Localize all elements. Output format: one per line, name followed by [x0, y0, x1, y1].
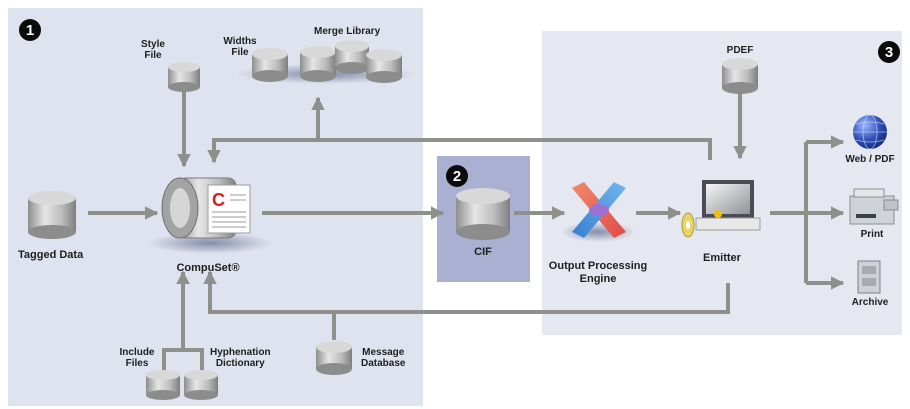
printer-icon: [849, 188, 899, 225]
cylinder-widths-file: [252, 48, 288, 82]
engine-icon: [572, 182, 626, 238]
cylinder-cif: [456, 188, 510, 240]
emitter-icon: [681, 180, 761, 238]
label-widths-file: Widths File: [223, 36, 257, 58]
label-compuset: CompuSet®: [176, 262, 240, 274]
cylinder-style-file: [168, 62, 200, 92]
label-web-pdf: Web / PDF: [845, 154, 895, 165]
compuset-letter-icon: C: [212, 190, 225, 210]
badge-three-label: 3: [885, 44, 893, 61]
badge-one: [19, 19, 41, 41]
label-style-file: Style File: [141, 39, 165, 61]
emitter-light-icon: [714, 210, 722, 218]
label-output-processing-engine: Output Processing Engine: [548, 260, 648, 285]
badge-three: [878, 41, 900, 63]
cylinder-tagged-data: [28, 191, 76, 239]
label-tagged-data: Tagged Data: [18, 249, 84, 261]
label-archive: Archive: [851, 297, 889, 308]
compuset-icon: C: [161, 177, 251, 239]
archive-cabinet-icon: [857, 260, 881, 294]
badge-one-label: 1: [26, 22, 34, 39]
label-include-files: Include Files: [119, 347, 155, 369]
label-pdef: PDEF: [726, 45, 754, 56]
label-emitter: Emitter: [703, 252, 741, 264]
flow-arrows: [88, 92, 845, 372]
label-hyphenation-dictionary: Hyphenation Dictionary: [210, 347, 271, 369]
cylinder-message-database: [316, 341, 352, 375]
globe-icon: [853, 114, 887, 150]
cylinder-hyphenation-dictionary: [184, 370, 218, 400]
badge-two: [446, 165, 468, 187]
label-print: Print: [860, 229, 884, 240]
cylinder-include-files: [146, 370, 180, 400]
badge-two-label: 2: [453, 168, 461, 185]
cylinder-merge-library: [300, 40, 402, 83]
cylinder-pdef: [722, 58, 758, 94]
label-message-database: Message Database: [361, 347, 406, 369]
label-cif: CIF: [474, 246, 492, 258]
label-merge-library: Merge Library: [314, 26, 381, 37]
